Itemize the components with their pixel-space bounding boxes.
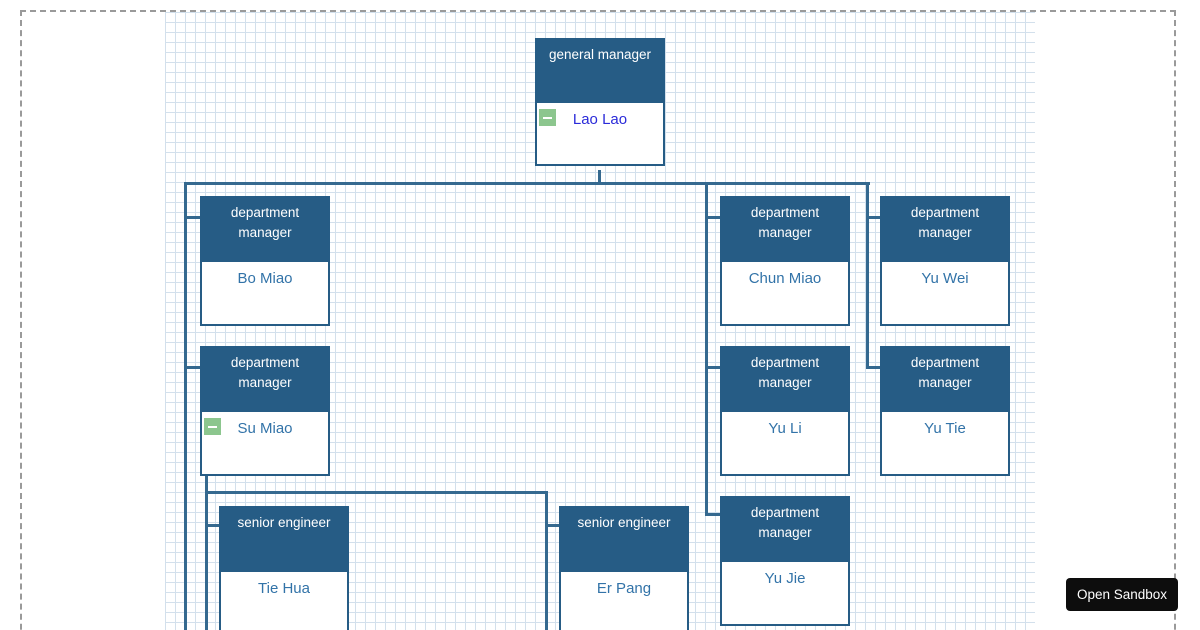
node-name: Yu Wei [921, 270, 969, 287]
node-name: Bo Miao [237, 270, 293, 287]
org-node[interactable]: department manager Yu Li [720, 346, 850, 476]
org-node[interactable]: department manager Yu Wei [880, 196, 1010, 326]
node-body: Chun Miao [722, 262, 848, 287]
org-node[interactable]: department manager Chun Miao [720, 196, 850, 326]
node-name: Yu Tie [924, 420, 966, 437]
org-node[interactable]: senior engineer Er Pang [559, 506, 689, 630]
node-body: Bo Miao [202, 262, 328, 287]
open-sandbox-button[interactable]: Open Sandbox [1066, 578, 1178, 611]
node-role: department manager [722, 348, 848, 412]
org-node[interactable]: department manager Su Miao [200, 346, 330, 476]
node-name: Er Pang [596, 580, 652, 597]
node-body: Yu Li [722, 412, 848, 437]
node-role: department manager [202, 348, 328, 412]
collapse-button[interactable] [539, 109, 556, 126]
node-name: Yu Li [768, 420, 802, 437]
node-name: Lao Lao [572, 111, 628, 128]
node-body: Yu Tie [882, 412, 1008, 437]
org-node[interactable]: general manager Lao Lao [535, 38, 665, 166]
node-role: department manager [722, 198, 848, 262]
node-name: Su Miao [237, 420, 293, 437]
org-node[interactable]: department manager Bo Miao [200, 196, 330, 326]
org-node[interactable]: department manager Yu Jie [720, 496, 850, 626]
node-role: department manager [722, 498, 848, 562]
node-body: Su Miao [202, 412, 328, 437]
node-role: senior engineer [561, 508, 687, 572]
org-node[interactable]: senior engineer Tie Hua [219, 506, 349, 630]
node-body: Tie Hua [221, 572, 347, 597]
node-body: Lao Lao [537, 103, 663, 128]
node-role: senior engineer [221, 508, 347, 572]
node-body: Yu Wei [882, 262, 1008, 287]
node-role: department manager [882, 198, 1008, 262]
node-name: Tie Hua [258, 580, 310, 597]
node-body: Er Pang [561, 572, 687, 597]
node-name: Chun Miao [748, 270, 822, 287]
node-body: Yu Jie [722, 562, 848, 587]
collapse-button[interactable] [204, 418, 221, 435]
node-role: department manager [882, 348, 1008, 412]
node-role: general manager [537, 40, 663, 103]
node-name: Yu Jie [764, 570, 806, 587]
node-role: department manager [202, 198, 328, 262]
org-node[interactable]: department manager Yu Tie [880, 346, 1010, 476]
minus-icon [543, 117, 552, 119]
minus-icon [208, 426, 217, 428]
